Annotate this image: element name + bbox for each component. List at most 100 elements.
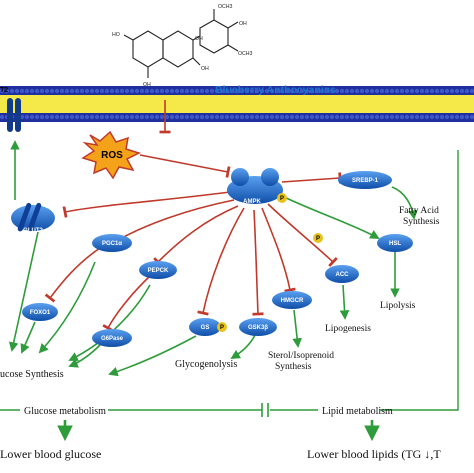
edge-pepck-g6pase <box>102 275 151 332</box>
membrane-bead <box>399 114 405 120</box>
g6pase-node: G6Pase <box>92 329 132 347</box>
lipid-bracket-line <box>380 150 459 411</box>
substituent-ho-left: HO <box>112 32 120 38</box>
membrane-bead <box>319 114 325 120</box>
membrane-bead <box>209 114 215 120</box>
membrane-bead <box>324 114 330 120</box>
membrane-bead <box>334 114 340 120</box>
membrane-bead <box>259 114 265 120</box>
membrane-bead <box>374 114 380 120</box>
membrane-bead <box>214 114 220 120</box>
sterol-label-1: Sterol/Isoprenoid <box>268 351 334 361</box>
edge-hmgcr-sterol <box>292 309 302 348</box>
membrane-bead <box>124 88 130 94</box>
membrane-bead <box>204 88 210 94</box>
edge-ros-ampk <box>139 154 231 178</box>
membrane-bead <box>344 114 350 120</box>
fatty-acid-label-1: Fatty Acid <box>399 206 439 216</box>
membrane-bead <box>274 114 280 120</box>
hmgcr-node: HMGCR <box>272 291 312 309</box>
ros-node: ROS <box>81 130 142 180</box>
membrane-bead <box>224 88 230 94</box>
glut2-transporter-membrane <box>7 98 21 132</box>
membrane-bead <box>409 88 415 94</box>
membrane-bead <box>404 88 410 94</box>
lipogenesis-label: Lipogenesis <box>325 324 371 334</box>
substituent-oh-c3: OH <box>201 66 209 72</box>
membrane-bead <box>374 88 380 94</box>
membrane-bead <box>129 88 135 94</box>
membrane-bead <box>399 88 405 94</box>
membrane-bead <box>114 88 120 94</box>
gs-node: GS <box>189 318 221 336</box>
gs-label: GS <box>201 325 210 331</box>
membrane-bead <box>99 88 105 94</box>
membrane-bead <box>459 88 465 94</box>
edge-ampk-gs <box>197 207 245 316</box>
edge-ampk-pgc1a <box>114 199 235 246</box>
membrane-bead <box>314 114 320 120</box>
substituent-oh-ring: OH <box>195 36 203 42</box>
pgc1a-shape <box>92 234 132 252</box>
membrane-bead <box>179 114 185 120</box>
membrane-bead <box>144 114 150 120</box>
membrane-bead <box>464 88 470 94</box>
ampk-label: AMPK <box>243 199 261 205</box>
membrane-bead <box>169 88 175 94</box>
membrane-bead <box>384 114 390 120</box>
membrane-bead <box>324 88 330 94</box>
anthocyanin-structure <box>123 9 239 78</box>
membrane-bead <box>439 88 445 94</box>
membrane-bead <box>254 88 260 94</box>
edge-ampk-hmgcr <box>261 207 296 293</box>
membrane-bead <box>44 114 50 120</box>
membrane-bead <box>419 114 425 120</box>
membrane-bead <box>179 88 185 94</box>
membrane-bead <box>174 88 180 94</box>
membrane-bead <box>369 114 375 120</box>
substituent-och3-bottom: OCH3 <box>238 51 253 57</box>
membrane-bead <box>134 114 140 120</box>
membrane-bead <box>429 88 435 94</box>
membrane-bead <box>264 114 270 120</box>
acc-shape <box>325 265 359 283</box>
membrane-bead <box>349 114 355 120</box>
membrane-bead <box>109 114 115 120</box>
cell-membrane <box>0 86 474 122</box>
membrane-bead <box>154 88 160 94</box>
gs-shape <box>189 318 221 336</box>
membrane-bead <box>454 114 460 120</box>
membrane-bead <box>274 88 280 94</box>
membrane-bead <box>299 88 305 94</box>
membrane-bead <box>244 88 250 94</box>
membrane-bead <box>459 114 465 120</box>
membrane-bead <box>359 114 365 120</box>
membrane-bead <box>419 88 425 94</box>
membrane-bead <box>204 114 210 120</box>
membrane-bead <box>164 88 170 94</box>
edge-pgc1a-foxo1 <box>44 247 101 303</box>
membrane-bead <box>69 88 75 94</box>
membrane-bead <box>9 88 15 94</box>
glycogenolysis-label: Glycogenolysis <box>175 359 237 370</box>
membrane-bead <box>89 114 95 120</box>
membrane-bead <box>149 88 155 94</box>
pepck-label: PEPCK <box>148 268 169 274</box>
membrane-bead <box>389 88 395 94</box>
lipid-metabolism-label: Lipid metabolism <box>322 406 393 417</box>
membrane-bead <box>404 114 410 120</box>
membrane-bead <box>199 114 205 120</box>
pgc1a-label: PGC1α <box>102 241 122 247</box>
outcome-labels: Fatty Acid Synthesis Lipolysis Lipogenes… <box>0 206 440 380</box>
membrane-bead <box>69 114 75 120</box>
membrane-bead <box>174 114 180 120</box>
membrane-bead <box>469 88 474 94</box>
ampk-phospho-label: P <box>280 196 284 202</box>
gsk3b-label: GSK3β <box>248 325 268 331</box>
membrane-bead <box>219 114 225 120</box>
acc-phospho-icon <box>313 233 323 243</box>
inhibition-edges <box>44 100 342 332</box>
membrane-bead <box>439 114 445 120</box>
edge-srebp1-fattyacid <box>391 186 418 220</box>
edge-ampk-gsk3b <box>252 209 264 316</box>
